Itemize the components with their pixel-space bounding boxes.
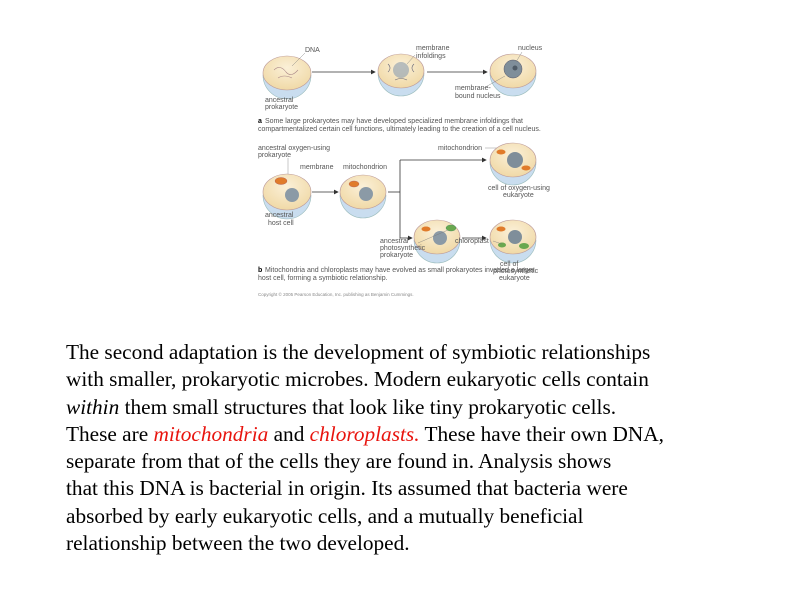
text-line-4-a: These are <box>66 421 154 446</box>
figure-svg: DNA membrane infoldings nucleus ancestra… <box>258 45 550 297</box>
caption-b-line2: host cell, forming a symbiotic relations… <box>258 275 388 282</box>
text-within: within <box>66 394 120 419</box>
label-aerobic-1: ancestral oxygen-using <box>258 145 330 152</box>
text-line-4-c: These have their own DNA, <box>419 421 664 446</box>
text-line-3-rest: them small structures that look like tin… <box>119 394 617 419</box>
label-oxygen-eukaryote-2: eukaryote <box>503 192 534 199</box>
label-ancestral-prokaryote-1: ancestral <box>265 97 294 104</box>
label-oxygen-eukaryote-1: cell of oxygen-using <box>488 185 550 192</box>
label-aerobic-2: prokaryote <box>258 152 291 159</box>
label-nucleus: nucleus <box>518 45 543 52</box>
text-mitochondria: mitochondria <box>153 421 269 446</box>
caption-b-line1: Mitochondria and chloroplasts may have e… <box>265 267 535 274</box>
cell-engulfing-photosynthetic <box>413 219 461 264</box>
label-membrane-bound-nucleus-1: membrane- <box>455 85 491 92</box>
label-ancestral-prokaryote-2: prokaryote <box>265 104 298 111</box>
text-line-3: within them small structures that look l… <box>66 394 766 421</box>
cell-nucleus <box>489 53 537 97</box>
label-membrane: membrane <box>300 164 334 171</box>
cell-oxygen-eukaryote <box>489 142 537 186</box>
cell-photosynthetic-eukaryote <box>489 219 537 264</box>
cell-ancestral-host <box>262 173 312 220</box>
body-text: The second adaptation is the development… <box>66 339 766 557</box>
label-chloroplast: chloroplast <box>455 238 489 245</box>
label-dna: DNA <box>305 47 320 54</box>
label-membrane-infoldings-2: infoldings <box>416 53 446 60</box>
panel-b: ancestral oxygen-using prokaryote membra… <box>258 142 550 297</box>
label-mitochondrion-top: mitochondrion <box>438 145 482 152</box>
label-ancestral-host-2: host cell <box>268 220 294 227</box>
cell-membrane-infoldings <box>377 53 425 97</box>
copyright: Copyright © 2005 Pearson Education, Inc.… <box>258 291 414 297</box>
text-line-7: absorbed by early eukaryotic cells, and … <box>66 503 584 528</box>
endosymbiosis-figure: DNA membrane infoldings nucleus ancestra… <box>250 40 550 302</box>
label-photo-eukaryote-1: cell of <box>500 261 518 268</box>
label-membrane-infoldings-1: membrane <box>416 45 450 52</box>
cell-ancestral-prokaryote <box>262 55 312 100</box>
text-line-6: that this DNA is bacterial in origin. It… <box>66 476 628 501</box>
text-line-2: with smaller, prokaryotic microbes. Mode… <box>66 367 649 392</box>
caption-b-letter: b <box>258 267 262 274</box>
label-photo-prokaryote-2: photosynthetic <box>380 245 426 252</box>
caption-a-letter: a <box>258 118 262 125</box>
label-membrane-bound-nucleus-2: bound nucleus <box>455 93 501 100</box>
text-line-4-b: and <box>268 421 310 446</box>
label-photo-prokaryote-3: prokaryote <box>380 252 413 259</box>
cell-with-mitochondrion <box>339 174 387 219</box>
panel-a: DNA membrane infoldings nucleus ancestra… <box>258 45 543 133</box>
text-line-4: These are mitochondria and chloroplasts.… <box>66 421 766 448</box>
label-ancestral-host-1: ancestral <box>265 212 294 219</box>
label-mitochondrion: mitochondrion <box>343 164 387 171</box>
label-photo-eukaryote-3: eukaryote <box>499 275 530 282</box>
caption-a-line1: Some large prokaryotes may have develope… <box>265 118 523 125</box>
caption-a-line2: compartmentalized certain cell functions… <box>258 126 541 133</box>
text-line-5: separate from that of the cells they are… <box>66 449 612 474</box>
label-photo-eukaryote-2: photosynthetic <box>493 268 539 275</box>
label-photo-prokaryote-1: ancestral <box>380 238 409 245</box>
text-line-8: relationship between the two developed. <box>66 531 410 556</box>
text-chloroplasts: chloroplasts. <box>309 421 420 446</box>
text-line-1: The second adaptation is the development… <box>66 340 651 364</box>
